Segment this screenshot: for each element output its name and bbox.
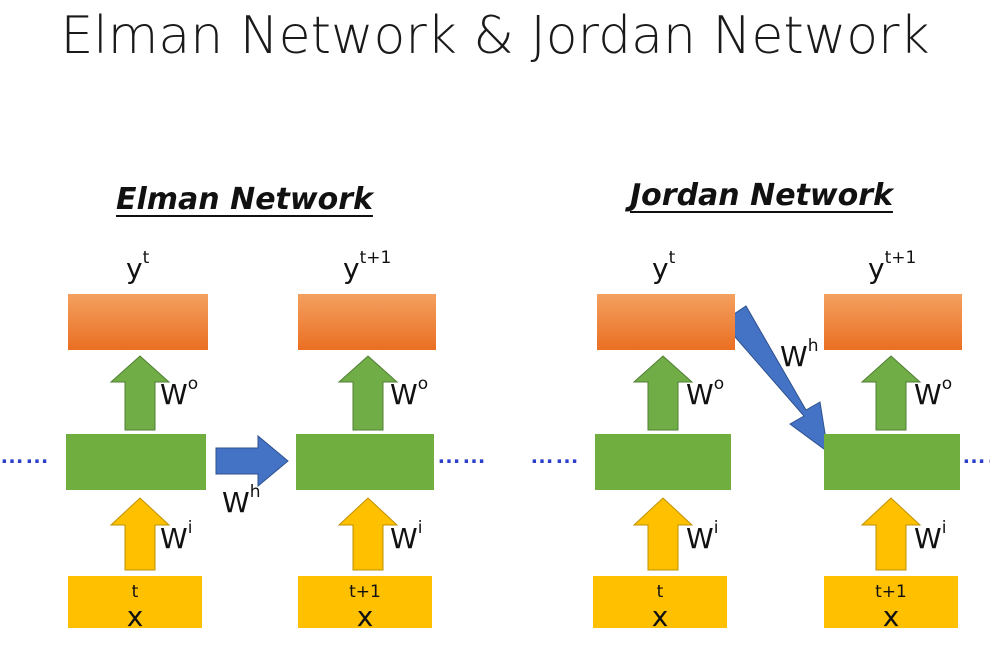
- jordan-wh-arrow: [721, 305, 829, 454]
- jordan-wh-label: Wh: [780, 336, 819, 373]
- jordan-wo-arrow-1: [632, 355, 694, 431]
- jordan-output-box-1: [597, 294, 735, 350]
- elman-heading: Elman Network: [116, 182, 373, 217]
- jordan-wi-arrow-1: [632, 497, 694, 571]
- elman-left-dots: ……: [0, 442, 50, 469]
- jordan-y-t1-label: yt+1: [868, 248, 917, 285]
- elman-wi-arrow-1: [109, 497, 171, 571]
- elman-wo-label-1: Wo: [160, 374, 199, 411]
- jordan-y-t-label: yt: [652, 248, 676, 285]
- slide-title: Elman Network & Jordan Network: [60, 6, 930, 66]
- elman-output-box-2: [298, 294, 436, 350]
- elman-output-box-1: [68, 294, 208, 350]
- jordan-wi-arrow-2: [860, 497, 922, 571]
- elman-wo-label-2: Wo: [390, 374, 429, 411]
- elman-wh-label: Wh: [222, 482, 261, 519]
- elman-wi-arrow-2: [337, 497, 399, 571]
- elman-y-t-label: yt: [126, 248, 150, 285]
- elman-wi-label-2: Wi: [390, 518, 423, 555]
- jordan-hidden-box-2: [824, 434, 960, 490]
- elman-wo-arrow-2: [337, 355, 399, 431]
- elman-right-dots: ……: [437, 442, 487, 469]
- elman-hidden-box-1: [66, 434, 206, 490]
- jordan-wi-label-2: Wi: [914, 518, 947, 555]
- elman-wo-arrow-1: [109, 355, 171, 431]
- jordan-left-dots: ……: [530, 442, 580, 469]
- jordan-wo-label-2: Wo: [914, 374, 953, 411]
- jordan-right-dots: ……: [962, 442, 990, 469]
- elman-y-t1-label: yt+1: [343, 248, 392, 285]
- jordan-hidden-box-1: [595, 434, 731, 490]
- jordan-wo-label-1: Wo: [686, 374, 725, 411]
- jordan-wi-label-1: Wi: [686, 518, 719, 555]
- elman-wi-label-1: Wi: [160, 518, 193, 555]
- elman-wh-arrow: [215, 434, 289, 488]
- elman-hidden-box-2: [296, 434, 434, 490]
- jordan-output-box-2: [824, 294, 962, 350]
- jordan-wo-arrow-2: [860, 355, 922, 431]
- jordan-heading: Jordan Network: [630, 178, 893, 213]
